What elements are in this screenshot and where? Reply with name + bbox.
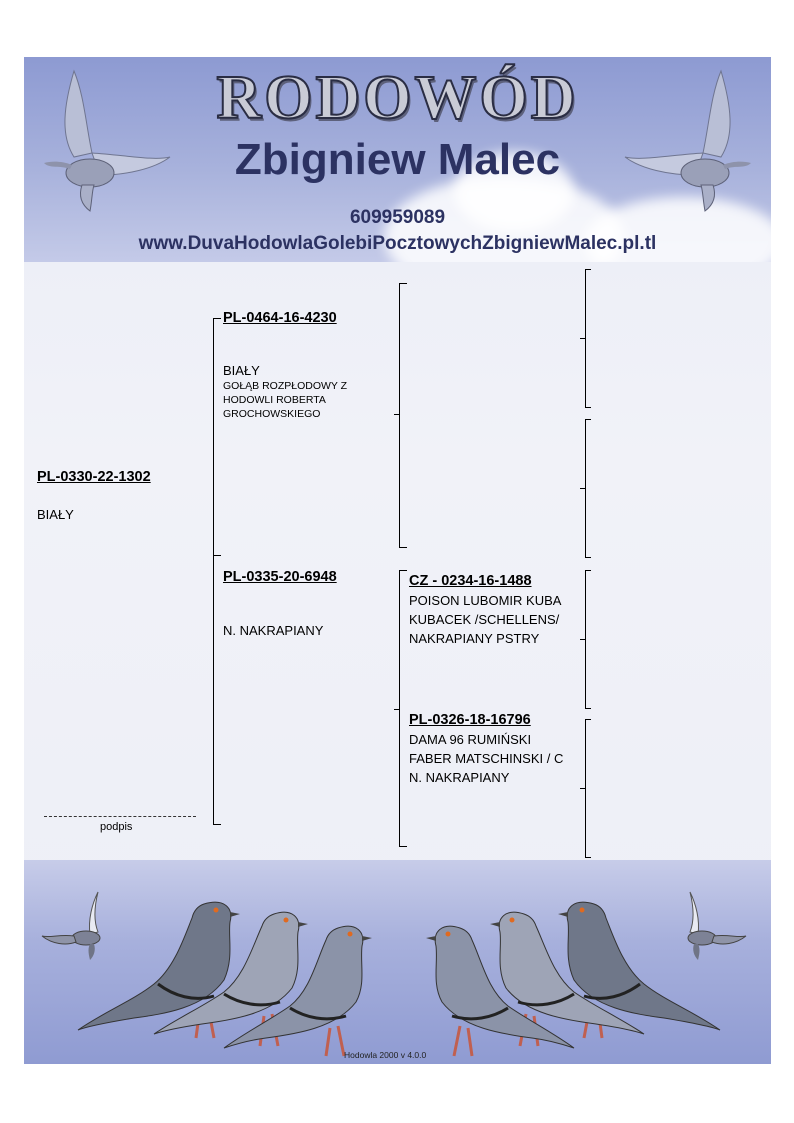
bracket-connector [394, 709, 400, 710]
mother-mother-line-2: FABER MATSCHINSKI / C [409, 751, 564, 766]
bracket-tick [585, 269, 591, 270]
mother-mother-line-1: DAMA 96 RUMIŃSKI [409, 732, 532, 747]
bracket-tick [399, 570, 407, 571]
father-note-line-3: GROCHOWSKIEGO [223, 408, 321, 420]
mother-father-entry: CZ - 0234-16-1488 POISON LUBOMIR KUBA KU… [409, 571, 576, 651]
bracket-tick [580, 488, 586, 489]
bracket-tick [585, 557, 591, 558]
owner-name: Zbigniew Malec [234, 135, 561, 184]
bracket-tick [585, 407, 591, 408]
header-banner: RODOWÓD Zbigniew Malec 609959089 www.Duv… [24, 57, 771, 262]
bracket-tick [585, 419, 591, 420]
bracket-connector [394, 414, 400, 415]
bracket-tick [399, 547, 407, 548]
cloud [454, 152, 574, 232]
mother-mother-entry: PL-0326-18-16796 DAMA 96 RUMIŃSKI FABER … [409, 710, 576, 790]
pigeon-color: BIAŁY [37, 507, 74, 522]
flying-pigeon-icon [44, 69, 171, 212]
flying-pigeon-icon [41, 891, 101, 960]
bracket-tick [585, 857, 591, 858]
signature-label: podpis [100, 821, 133, 833]
website-url[interactable]: www.DuvaHodowlaGolebiPocztowychZbigniewM… [138, 233, 657, 254]
father-ring-number: PL-0464-16-4230 [223, 310, 337, 326]
bracket-tick [585, 719, 591, 720]
pedigree-sheet: RODOWÓD Zbigniew Malec 609959089 www.Duv… [24, 57, 771, 1064]
footer-banner [24, 860, 771, 1064]
pigeon-ring-number: PL-0330-22-1302 [37, 469, 151, 485]
bracket-tick [399, 846, 407, 847]
phone-number: 609959089 [349, 207, 446, 228]
bracket-parents [213, 318, 214, 824]
mother-father-line-3: NAKRAPIANY PSTRY [409, 631, 540, 646]
mother-ring-number: PL-0335-20-6948 [223, 569, 337, 585]
pedigree-title: RODOWÓD [216, 63, 579, 133]
mother-mother-ring-number: PL-0326-18-16796 [409, 712, 531, 728]
bracket-tick [213, 555, 221, 556]
mother-father-line-1: POISON LUBOMIR KUBA [409, 593, 562, 608]
mother-father-ring-number: CZ - 0234-16-1488 [409, 573, 532, 589]
mother-mother-line-3: N. NAKRAPIANY [409, 770, 510, 785]
bracket-father-parents [399, 283, 400, 547]
software-version: Hodowla 2000 v 4.0.0 [344, 1050, 427, 1060]
father-note-line-2: HODOWLI ROBERTA [223, 394, 326, 406]
bracket-tick [399, 283, 407, 284]
bracket-tick [585, 570, 591, 571]
bracket-tick [213, 824, 221, 825]
flying-pigeon-icon [687, 891, 747, 960]
bracket-tick [213, 318, 221, 319]
bracket-tick [580, 639, 586, 640]
flying-pigeon-icon [624, 69, 751, 212]
bracket-mother-parents [399, 570, 400, 846]
signature-line [44, 816, 196, 817]
standing-pigeon-icon [426, 901, 721, 1057]
bracket-tick [580, 788, 586, 789]
standing-pigeon-icon [77, 901, 372, 1057]
mother-color: N. NAKRAPIANY [223, 623, 324, 638]
bracket-tick [585, 708, 591, 709]
father-color: BIAŁY [223, 363, 260, 378]
bracket-tick [580, 338, 586, 339]
mother-father-line-2: KUBACEK /SCHELLENS/ [409, 612, 560, 627]
father-note-line-1: GOŁĄB ROZPŁODOWY Z [223, 380, 348, 392]
